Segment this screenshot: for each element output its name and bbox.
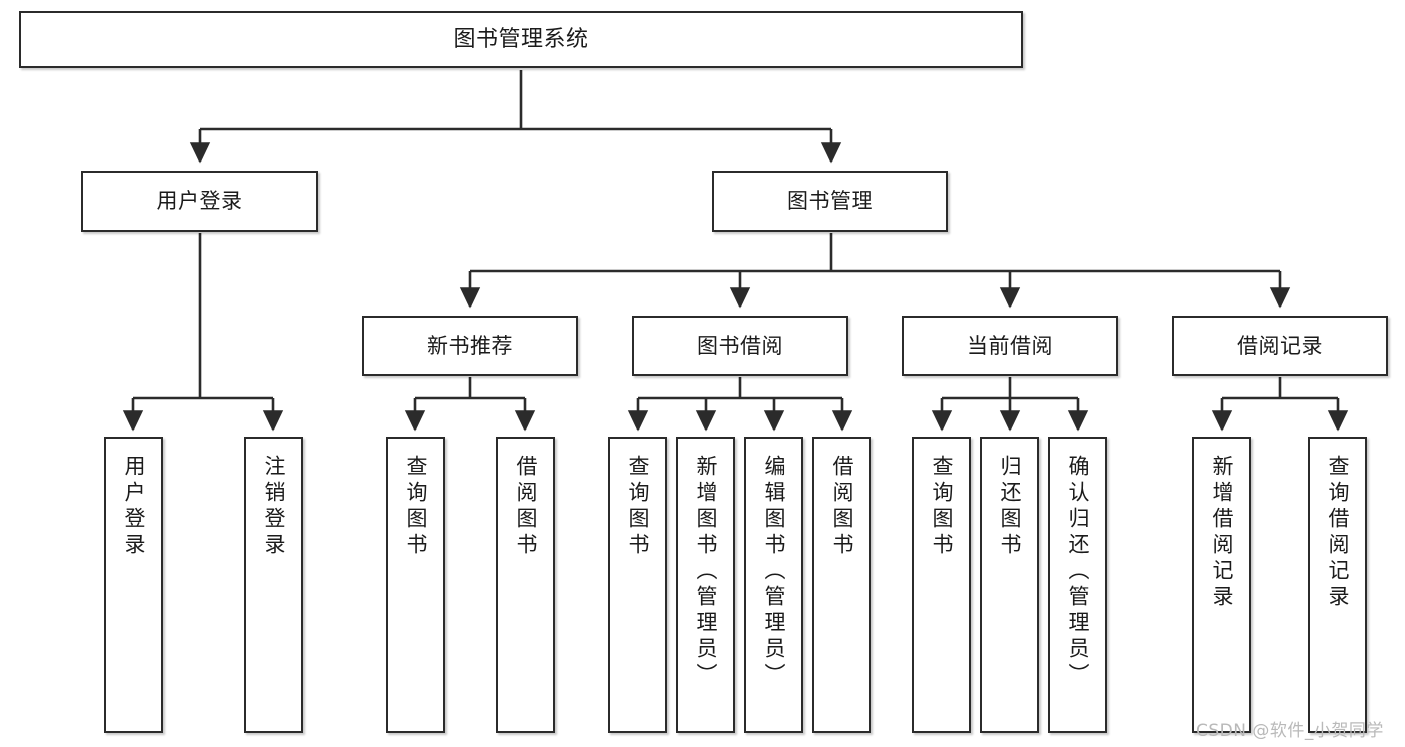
node-book-borrow[interactable]: 图书借阅 (632, 316, 848, 376)
node-current-borrow-label: 当前借阅 (967, 333, 1053, 358)
leaf-logout-label: 注销登录 (262, 455, 286, 559)
leaf-query-book-current-label: 查询图书 (930, 455, 954, 559)
leaf-add-book-admin-label: 新增图书（管理员） (694, 455, 718, 689)
leaf-edit-book-admin[interactable]: 编辑图书（管理员） (744, 437, 803, 733)
leaf-add-book-admin[interactable]: 新增图书（管理员） (676, 437, 735, 733)
node-root[interactable]: 图书管理系统 (19, 11, 1023, 68)
node-new-book-recommend[interactable]: 新书推荐 (362, 316, 578, 376)
leaf-confirm-return-admin-label: 确认归还（管理员） (1066, 455, 1090, 689)
leaf-edit-book-admin-label: 编辑图书（管理员） (762, 455, 786, 689)
leaf-confirm-return-admin[interactable]: 确认归还（管理员） (1048, 437, 1107, 733)
leaf-borrow-book-recommend-label: 借阅图书 (514, 455, 538, 559)
node-user-login[interactable]: 用户登录 (81, 171, 318, 232)
node-root-label: 图书管理系统 (453, 26, 589, 52)
leaf-user-login[interactable]: 用户登录 (104, 437, 163, 733)
leaf-logout[interactable]: 注销登录 (244, 437, 303, 733)
node-new-book-recommend-label: 新书推荐 (427, 333, 513, 358)
leaf-query-book-current[interactable]: 查询图书 (912, 437, 971, 733)
leaf-query-borrow-record[interactable]: 查询借阅记录 (1308, 437, 1367, 733)
node-current-borrow[interactable]: 当前借阅 (902, 316, 1118, 376)
node-book-management-label: 图书管理 (787, 189, 873, 214)
leaf-add-borrow-record[interactable]: 新增借阅记录 (1192, 437, 1251, 733)
leaf-add-borrow-record-label: 新增借阅记录 (1210, 455, 1234, 611)
node-borrow-record[interactable]: 借阅记录 (1172, 316, 1388, 376)
leaf-borrow-book-recommend[interactable]: 借阅图书 (496, 437, 555, 733)
leaf-query-book-recommend[interactable]: 查询图书 (386, 437, 445, 733)
leaf-query-book-borrow-label: 查询图书 (626, 455, 650, 559)
leaf-borrow-book-label: 借阅图书 (830, 455, 854, 559)
leaf-user-login-label: 用户登录 (122, 455, 146, 559)
leaf-return-book[interactable]: 归还图书 (980, 437, 1039, 733)
node-book-management[interactable]: 图书管理 (712, 171, 948, 232)
node-user-login-label: 用户登录 (156, 189, 243, 214)
leaf-query-borrow-record-label: 查询借阅记录 (1326, 455, 1350, 611)
leaf-borrow-book[interactable]: 借阅图书 (812, 437, 871, 733)
node-book-borrow-label: 图书借阅 (697, 333, 783, 358)
node-borrow-record-label: 借阅记录 (1237, 333, 1323, 358)
leaf-return-book-label: 归还图书 (998, 455, 1022, 559)
leaf-query-book-borrow[interactable]: 查询图书 (608, 437, 667, 733)
leaf-query-book-recommend-label: 查询图书 (404, 455, 428, 559)
